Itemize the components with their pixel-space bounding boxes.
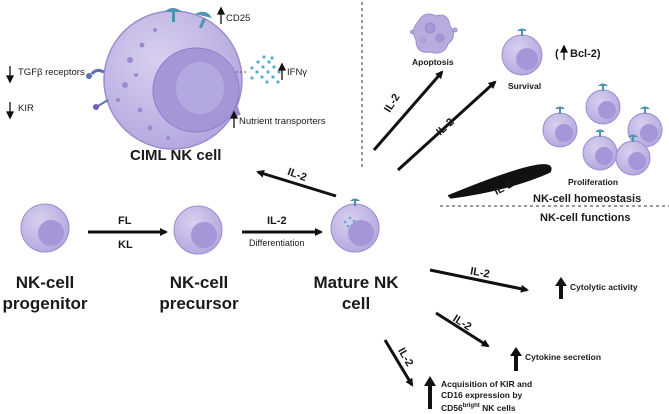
- bcl2-open-paren: (: [555, 48, 559, 60]
- acquisition-label: Acquisition of KIR and CD16 expression b…: [441, 379, 533, 413]
- kir-label: KIR: [18, 103, 34, 114]
- survival-label: Survival: [508, 81, 542, 91]
- proliferation-label: Proliferation: [568, 177, 619, 187]
- mature-cell: [330, 198, 380, 253]
- apoptosis-label: Apoptosis: [412, 57, 454, 67]
- fl-label: FL: [118, 215, 132, 227]
- kl-label: KL: [118, 239, 133, 251]
- ifng-label: IFNγ: [287, 67, 308, 78]
- progenitor-cell: [20, 203, 70, 253]
- cd25-label: CD25: [226, 13, 251, 24]
- bcl2-label: Bcl-2): [570, 48, 601, 60]
- differentiation-label: Differentiation: [249, 238, 305, 248]
- cytokine-label: Cytokine secretion: [525, 352, 602, 362]
- arrow-mature-ciml: [256, 169, 337, 198]
- arrow-survival: [396, 80, 497, 172]
- arrow-proliferation: [447, 164, 552, 199]
- survival-cell: [501, 28, 543, 76]
- il2-label-precursor: IL-2: [267, 215, 287, 227]
- ciml-nk-cell: [86, 8, 243, 150]
- arrow-apoptosis: [372, 70, 444, 151]
- proliferation-cells: [542, 83, 663, 176]
- apoptosis-cell: [409, 13, 458, 54]
- arrow-cytokine: [435, 311, 490, 348]
- cytolytic-label: Cytolytic activity: [570, 282, 638, 292]
- nutrient-transporters-label: Nutrient transporters: [239, 116, 326, 127]
- tgfb-receptors-label: TGFβ receptors: [18, 67, 85, 78]
- homeostasis-title: NK-cell homeostasis: [533, 193, 642, 205]
- arrow-acquisition: [383, 339, 414, 387]
- ifng-dots: [250, 55, 281, 84]
- functions-title: NK-cell functions: [540, 212, 631, 224]
- arrow-cytolytic: [429, 268, 529, 293]
- precursor-cell: [173, 205, 223, 255]
- ciml-title: CIML NK cell: [130, 147, 222, 164]
